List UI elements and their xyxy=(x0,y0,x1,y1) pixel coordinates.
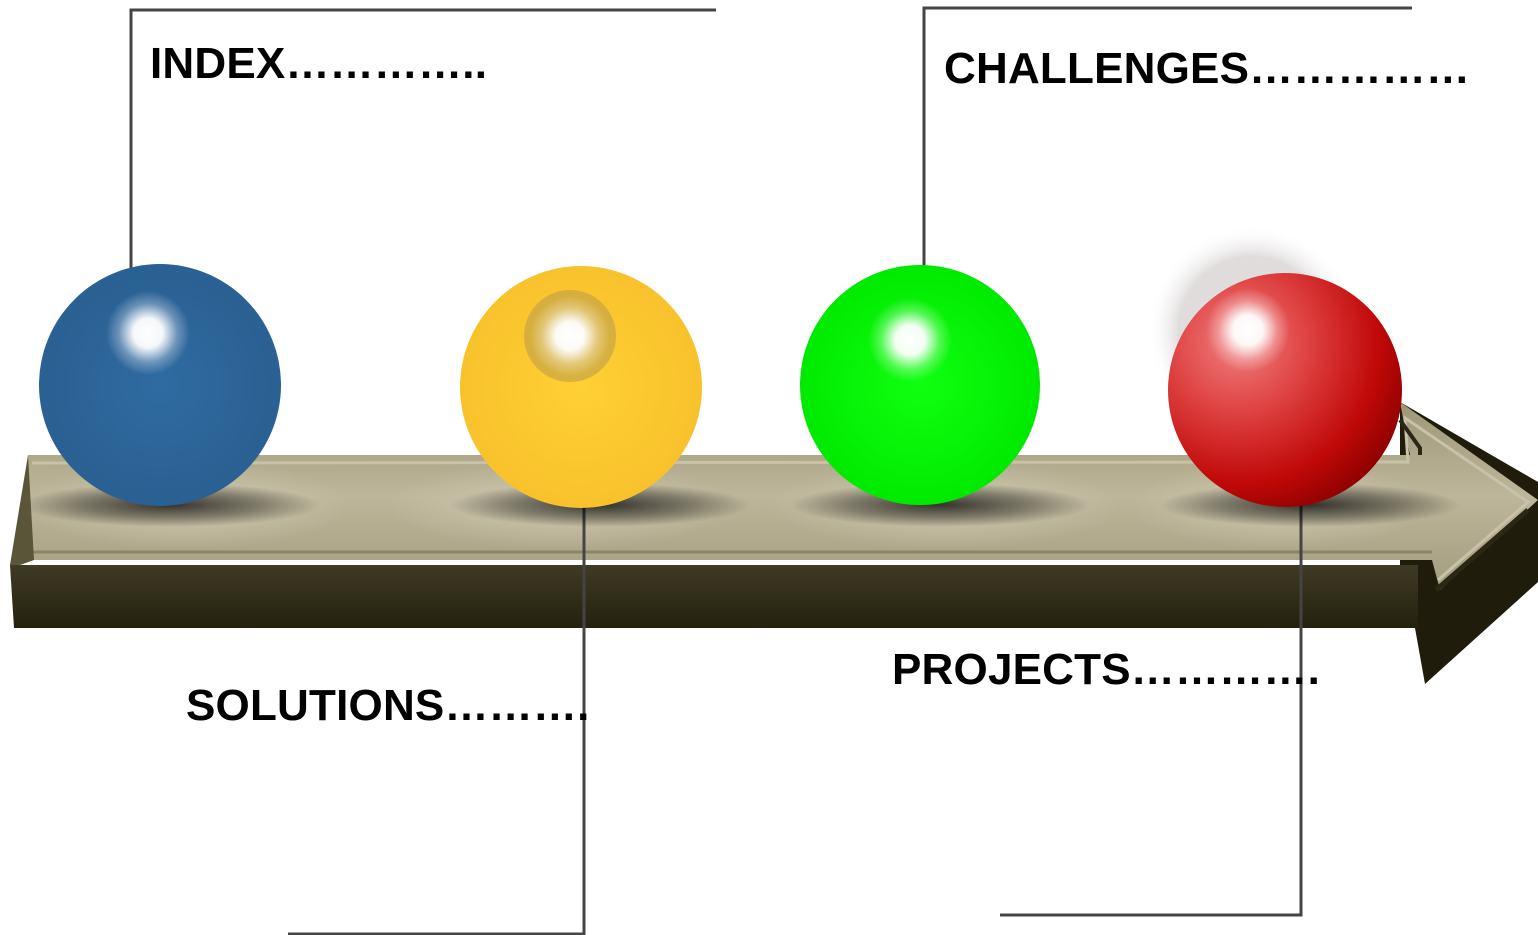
connector-solutions xyxy=(288,470,586,935)
arrow-head-bevel xyxy=(1398,418,1422,455)
sphere-solutions xyxy=(460,266,702,508)
connector-challenges xyxy=(922,6,1412,266)
label-challenges: CHALLENGES…………… xyxy=(944,44,1471,93)
sphere-solutions-highlight xyxy=(530,296,610,376)
label-projects: PROJECTS…………. xyxy=(892,645,1320,694)
arrow-front-face xyxy=(10,565,1418,628)
connector-index xyxy=(129,8,716,268)
connector-projects xyxy=(1000,470,1303,917)
label-index: INDEX………….. xyxy=(150,39,488,88)
sphere-challenges-highlight xyxy=(868,298,952,382)
sphere-index xyxy=(39,264,281,506)
sphere-challenges xyxy=(800,265,1040,505)
sphere-projects xyxy=(1168,273,1402,507)
arrow-head-bevel-lower xyxy=(1434,508,1530,592)
sphere-shadow-challenges xyxy=(790,483,1090,527)
connector-lines xyxy=(129,6,1412,935)
spheres xyxy=(39,225,1402,508)
sphere-index-highlight xyxy=(106,291,190,375)
label-solutions: SOLUTIONS………. xyxy=(186,681,590,730)
sphere-projects-highlight xyxy=(1206,288,1290,372)
